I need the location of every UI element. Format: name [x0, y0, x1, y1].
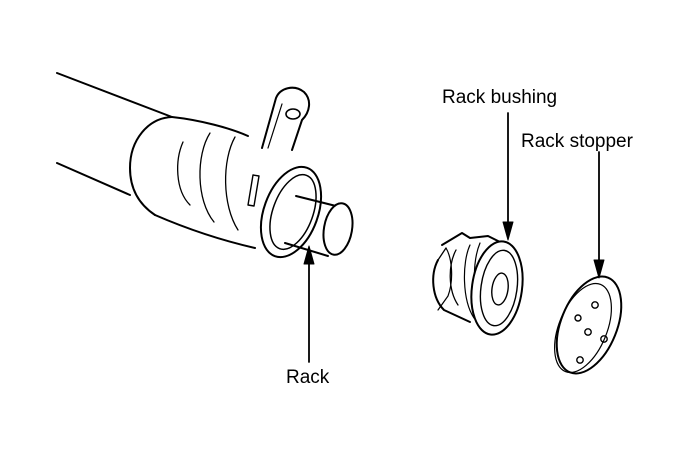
- rack-shaft: [284, 195, 354, 257]
- rack-label: Rack: [286, 367, 330, 388]
- leader-arrows: [303, 112, 605, 363]
- rack-housing: [56, 72, 323, 259]
- rack-bushing-label: Rack bushing: [442, 87, 558, 108]
- rack-stopper-part: [554, 275, 623, 375]
- rack-stopper-label: Rack stopper: [521, 131, 633, 152]
- rack-bushing-part: [432, 232, 524, 336]
